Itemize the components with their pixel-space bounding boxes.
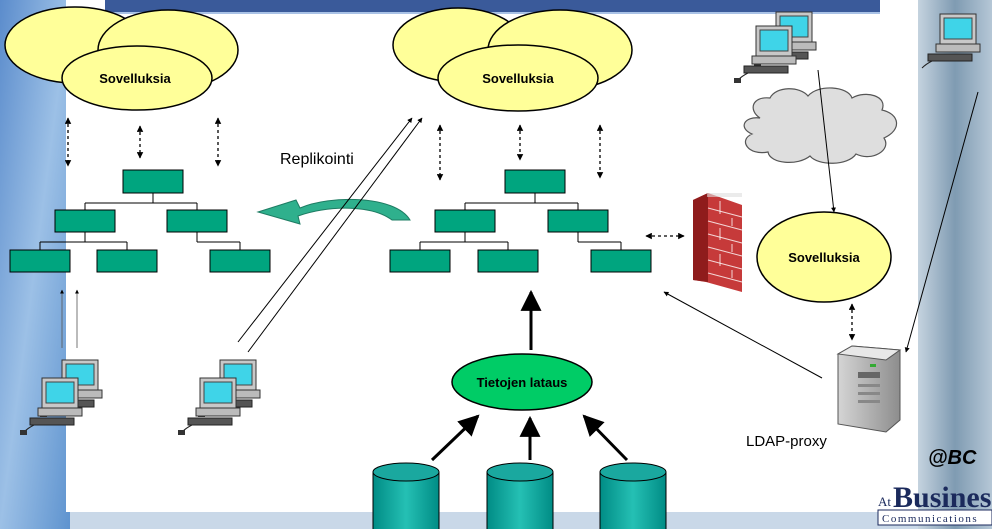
directory-tree-left <box>9 169 271 273</box>
firewall-icon <box>693 193 743 292</box>
app-cloud-center: Sovelluksia <box>392 7 633 112</box>
header-bar <box>105 0 880 13</box>
directory-tree-center <box>389 169 652 273</box>
client-to-center-links <box>237 117 423 353</box>
internet-links <box>817 69 979 353</box>
ldap-proxy-label: LDAP-proxy <box>746 433 827 450</box>
server-icon <box>836 345 902 433</box>
logo-abc: @BC <box>928 447 977 469</box>
client-to-left-tree-links <box>60 289 79 348</box>
app-cloud-right: Sovelluksia <box>756 211 892 303</box>
replication-arrow <box>256 198 411 225</box>
database-icon-2 <box>486 462 554 529</box>
database-icon-1 <box>372 462 440 529</box>
app-cloud-right-label: Sovelluksia <box>788 250 860 265</box>
data-load-label: Tietojen lataus <box>477 375 568 390</box>
proxy-to-tree-link <box>663 291 823 379</box>
data-load-ellipse <box>451 353 593 411</box>
workstation-icon-far-right <box>921 13 981 69</box>
logo-at: At <box>878 494 891 509</box>
app-cloud-center-label: Sovelluksia <box>482 71 554 86</box>
logo-communications: Communications <box>882 513 978 525</box>
logo-business: Business <box>893 481 992 514</box>
database-icon-3 <box>599 462 667 529</box>
replication-label: Replikointi <box>280 151 354 168</box>
db-to-load-arrows <box>430 414 629 462</box>
dashed-links <box>64 117 856 341</box>
app-cloud-left: Sovelluksia <box>4 6 239 111</box>
atbusiness-logo: @BC At Business Communications <box>877 447 992 526</box>
app-cloud-left-label: Sovelluksia <box>99 71 171 86</box>
internet-cloud-icon <box>743 87 898 164</box>
